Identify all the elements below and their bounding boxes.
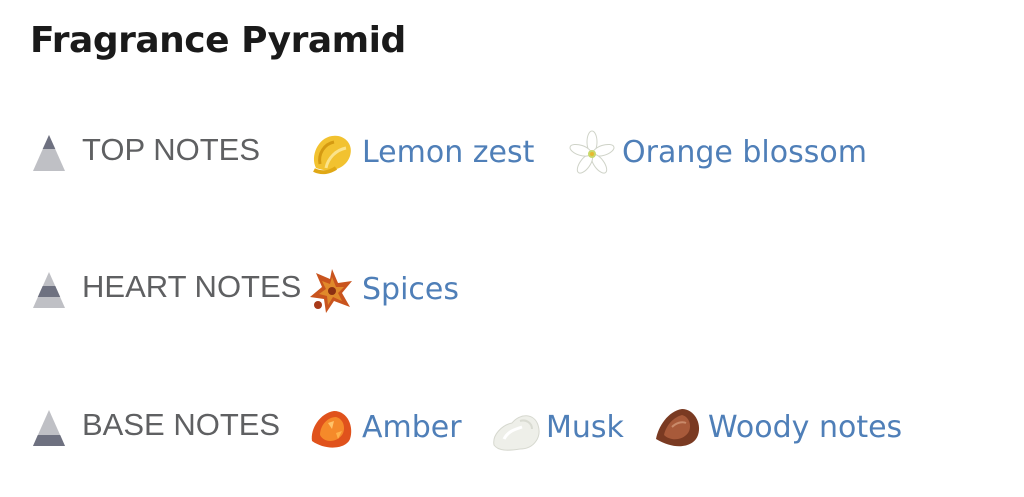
note-name-link[interactable]: Musk bbox=[546, 410, 624, 445]
tier-label: HEART NOTES bbox=[82, 269, 302, 304]
pyramid-heart-icon bbox=[28, 270, 70, 310]
pyramid-base-icon bbox=[28, 408, 70, 448]
pyramid-top-icon bbox=[28, 133, 70, 173]
note-name-link[interactable]: Spices bbox=[362, 272, 460, 307]
tier-label: BASE NOTES bbox=[82, 407, 281, 442]
tier-top-notes: TOP NOTES Lemon zest bbox=[28, 128, 1018, 178]
note-name-link[interactable]: Orange blossom bbox=[622, 135, 867, 170]
amber-icon bbox=[306, 405, 358, 453]
lemon-zest-icon bbox=[306, 130, 358, 178]
note-name-link[interactable]: Lemon zest bbox=[362, 135, 535, 170]
note-name-link[interactable]: Amber bbox=[362, 410, 462, 445]
note-name-link[interactable]: Woody notes bbox=[708, 410, 903, 445]
spices-icon bbox=[306, 267, 358, 315]
tier-base-notes: BASE NOTES Amber Musk bbox=[28, 403, 1018, 453]
woody-notes-icon bbox=[652, 405, 704, 453]
orange-blossom-icon bbox=[566, 130, 618, 178]
page-title: Fragrance Pyramid bbox=[30, 20, 406, 61]
tier-label: TOP NOTES bbox=[82, 132, 261, 167]
musk-icon bbox=[490, 405, 542, 453]
tier-heart-notes: HEART NOTES Spices bbox=[28, 265, 1018, 315]
